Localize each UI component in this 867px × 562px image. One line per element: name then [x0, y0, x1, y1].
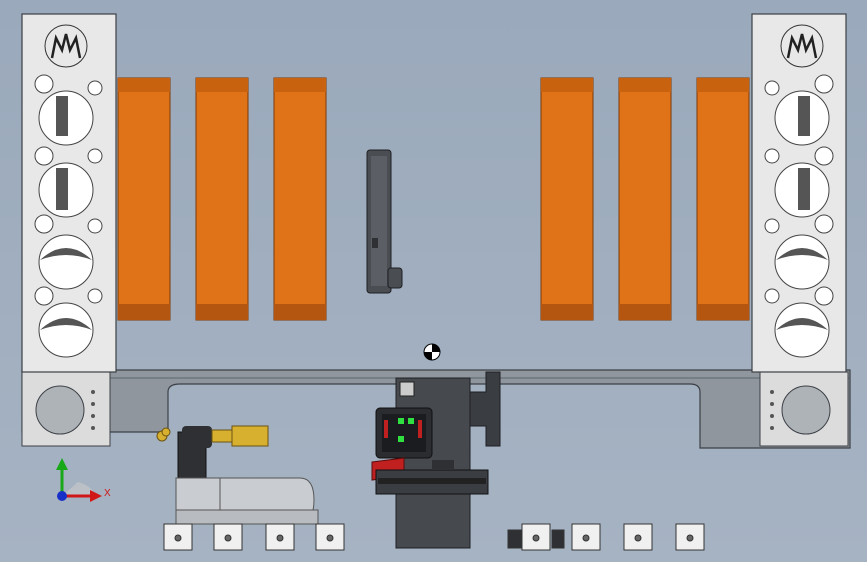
mount-clip [571, 523, 601, 551]
radiator-left-3[interactable] [273, 77, 327, 321]
mounting-clips[interactable] [163, 523, 705, 551]
mount-clip [623, 523, 653, 551]
mount-clip [163, 523, 193, 551]
mechanic-logo-icon [780, 24, 824, 68]
radiator-right-2[interactable] [618, 77, 672, 321]
coordinate-triad-icon: X [56, 458, 111, 502]
mount-clip [213, 523, 243, 551]
x-axis-label: X [104, 488, 111, 499]
radiator-left-1[interactable] [117, 77, 171, 321]
left-side-panel[interactable] [21, 13, 117, 373]
radiator-left-2[interactable] [195, 77, 249, 321]
origin-marker-icon [423, 343, 441, 361]
mount-clip [675, 523, 705, 551]
pump-assembly[interactable] [371, 371, 501, 549]
radiator-right-1[interactable] [540, 77, 594, 321]
mount-clip [265, 523, 295, 551]
air-compressor[interactable] [175, 425, 319, 525]
mount-clip [507, 529, 523, 549]
radiator-right-3[interactable] [696, 77, 750, 321]
controller-module[interactable] [366, 149, 403, 294]
left-end-block[interactable] [21, 371, 111, 447]
right-end-block[interactable] [759, 371, 849, 447]
mount-clip [315, 523, 345, 551]
mount-clip [551, 529, 565, 549]
fitting-icon [156, 427, 171, 442]
right-side-panel[interactable] [751, 13, 847, 373]
mechanic-logo-icon [44, 24, 88, 68]
mount-clip [521, 523, 551, 551]
